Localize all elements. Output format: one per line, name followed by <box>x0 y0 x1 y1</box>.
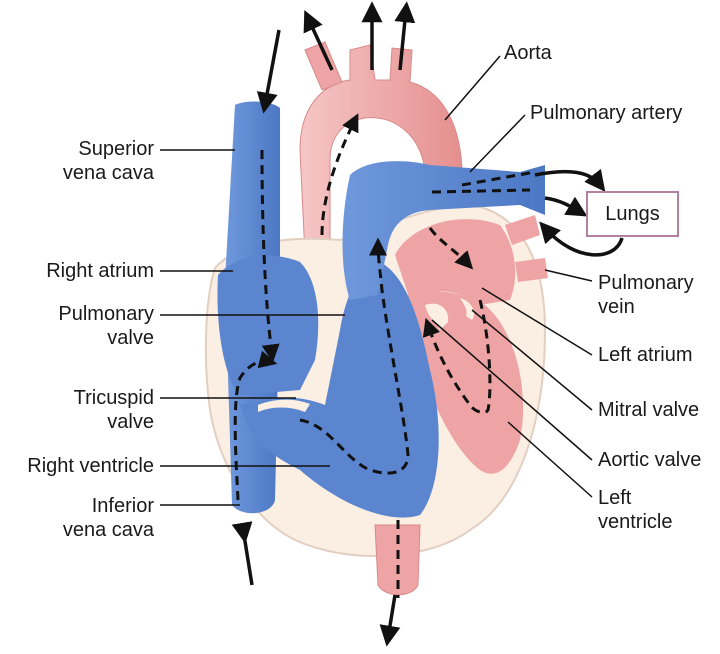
label-pulmonary-artery: Pulmonary artery <box>530 102 683 124</box>
pulmonary-artery-shape <box>342 161 545 300</box>
leader-lines <box>160 55 593 506</box>
label-aorta: Aorta <box>504 42 552 64</box>
blood-flow <box>233 113 536 598</box>
label-left-atrium: Left atrium <box>598 344 693 366</box>
descending-aorta-shape <box>374 524 421 596</box>
right-heart <box>217 255 439 518</box>
label-aortic-valve: Aortic valve <box>598 449 702 471</box>
label-tricuspid-valve: Tricuspid valve <box>73 387 154 433</box>
label-left-ventricle: Left ventricle <box>598 487 673 533</box>
right-atrium-shape <box>217 255 319 395</box>
label-right-atrium: Right atrium <box>46 260 154 282</box>
flow-arrows <box>231 1 624 647</box>
right-ventricle-shape <box>240 260 439 518</box>
label-mitral-valve: Mitral valve <box>598 399 700 421</box>
label-lungs: Lungs <box>605 202 660 225</box>
pulmonary-vein-lower <box>515 258 548 282</box>
label-superior-vena-cava: Superior vena cava <box>62 138 154 184</box>
label-right-ventricle: Right ventricle <box>27 455 154 477</box>
pulmonary-vein-upper <box>505 215 540 245</box>
label-inferior-vena-cava: Inferior vena cava <box>62 495 154 541</box>
label-pulmonary-valve: Pulmonary valve <box>58 303 154 349</box>
lungs-box: Lungs <box>586 191 679 237</box>
label-pulmonary-vein: Pulmonary vein <box>598 272 694 318</box>
